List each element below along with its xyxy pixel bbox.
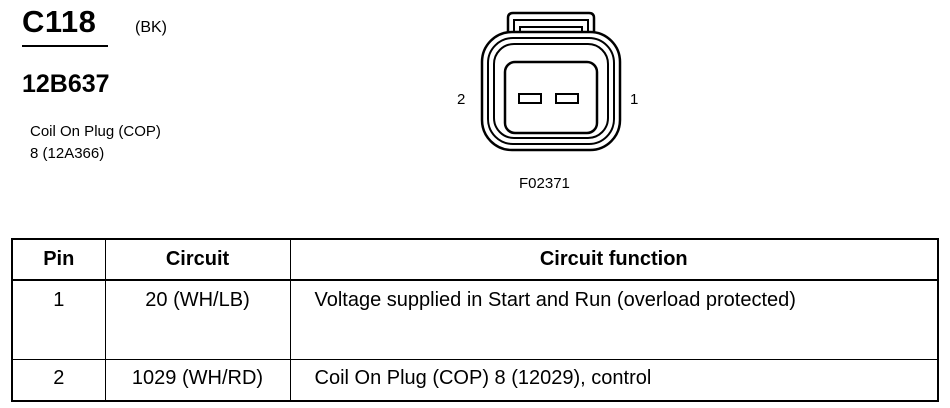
connector-latch: [506, 11, 596, 32]
column-header-circuit-function: Circuit function: [289, 238, 939, 281]
circuit-function-cell: Coil On Plug (COP) 8 (12029), control: [289, 359, 939, 402]
connector-id-underline: [22, 45, 108, 47]
connector-id: C118: [22, 4, 97, 39]
column-header-circuit: Circuit: [104, 238, 291, 281]
pin-1-label: 1: [630, 91, 639, 108]
color-code: (BK): [135, 19, 167, 36]
description-line-1: Coil On Plug (COP): [30, 123, 161, 140]
terminal-pin-2: [518, 93, 542, 104]
table-row: 2 1029 (WH/RD) Coil On Plug (COP) 8 (120…: [11, 359, 939, 402]
connector-housing-inner: [487, 37, 615, 145]
column-header-pin: Pin: [11, 238, 106, 281]
part-number: 12B637: [22, 70, 110, 98]
connector-face-diagram: [480, 11, 622, 152]
table-header-row: Pin Circuit Circuit function: [11, 238, 939, 281]
pin-cell: 2: [11, 359, 106, 402]
table-row: 1 20 (WH/LB) Voltage supplied in Start a…: [11, 279, 939, 360]
terminal-pin-1: [555, 93, 579, 104]
pinout-table: Pin Circuit Circuit function 1 20 (WH/LB…: [11, 238, 939, 402]
circuit-function-cell: Voltage supplied in Start and Run (overl…: [289, 279, 939, 360]
pin-cell: 1: [11, 279, 106, 360]
circuit-cell: 1029 (WH/RD): [104, 359, 291, 402]
pin-2-label: 2: [457, 91, 466, 108]
figure-id: F02371: [519, 175, 570, 192]
connector-housing-outer: [480, 30, 622, 152]
pin-cavity: [503, 60, 599, 135]
circuit-cell: 20 (WH/LB): [104, 279, 291, 360]
description-line-2: 8 (12A366): [30, 145, 105, 162]
